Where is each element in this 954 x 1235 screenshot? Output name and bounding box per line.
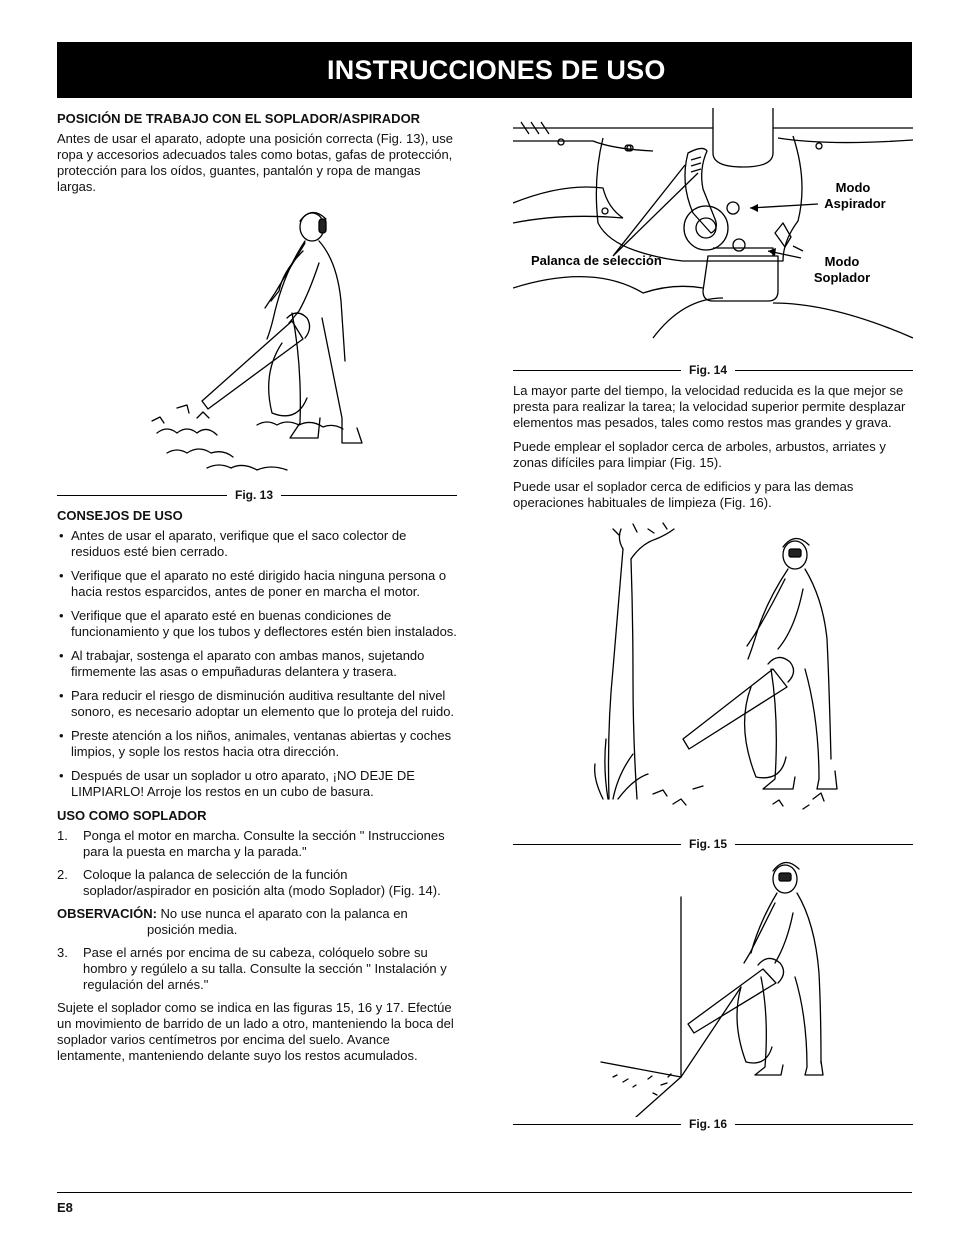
tips-heading: CONSEJOS DE USO [57, 508, 183, 523]
fig15-caption: Fig. 15 [681, 837, 736, 851]
fig14-label-blower-2: Soplador [814, 270, 870, 285]
list-item: •Antes de usar el aparato, verifique que… [59, 528, 407, 559]
page-banner: INSTRUCCIONES DE USO [57, 42, 912, 98]
list-item: •Verifique que el aparato no esté dirigi… [59, 568, 447, 599]
list-item: 3.Pase el arnés por encima de su cabeza,… [57, 945, 447, 992]
steps-list: 1.Ponga el motor en marcha. Consulte la … [57, 828, 457, 899]
left-column: POSICIÓN DE TRABAJO CON EL SOPLADOR/ASPI… [57, 108, 457, 1072]
fig13-drawing [151, 211, 363, 471]
fig13-caption-rule: Fig. 13 [57, 488, 457, 502]
fig13-illustration [57, 203, 457, 488]
steps-list-2: 3.Pase el arnés por encima de su cabeza,… [57, 945, 457, 993]
observation-label: OBSERVACIÓN: [57, 906, 157, 921]
right-para-2: Puede emplear el soplador cerca de arbol… [513, 439, 886, 470]
fig15-caption-rule: Fig. 15 [513, 837, 913, 851]
list-item: •Para reducir el riesgo de disminución a… [59, 688, 455, 719]
fig14-caption: Fig. 14 [681, 363, 736, 377]
fig14-caption-rule: Fig. 14 [513, 363, 913, 377]
observation-text-2: posición media. [147, 922, 238, 937]
fig15-illustration [513, 519, 913, 837]
fig16-illustration [513, 857, 913, 1118]
fig16-caption-rule: Fig. 16 [513, 1117, 913, 1131]
list-item: 2.Coloque la palanca de selección de la … [57, 867, 441, 898]
fig14-label-vacuum-2: Aspirador [824, 196, 885, 211]
list-item: •Preste atención a los niños, animales, … [59, 728, 452, 759]
fig14-drawing: Modo Aspirador Modo Soplador Palanca de … [512, 108, 914, 339]
final-text: Sujete el soplador como se indica en las… [57, 1000, 454, 1063]
right-para-1: La mayor parte del tiempo, la velocidad … [513, 383, 906, 430]
right-column: Modo Aspirador Modo Soplador Palanca de … [512, 108, 914, 1137]
fig16-drawing [600, 861, 824, 1118]
fig14-label-vacuum-1: Modo [836, 180, 871, 195]
tips-list: •Antes de usar el aparato, verifique que… [57, 528, 457, 800]
list-item: •Después de usar un soplador u otro apar… [59, 768, 415, 799]
list-item: •Al trabajar, sostenga el aparato con am… [59, 648, 425, 679]
fig14-label-lever: Palanca de selección [531, 253, 662, 268]
page-number: E8 [57, 1200, 73, 1215]
fig13-caption: Fig. 13 [227, 488, 282, 502]
page-title: INSTRUCCIONES DE USO [327, 55, 666, 85]
list-item: •Verifique que el aparato esté en buenas… [59, 608, 457, 639]
list-item: 1.Ponga el motor en marcha. Consulte la … [57, 828, 445, 859]
position-text: Antes de usar el aparato, adopte una pos… [57, 131, 454, 194]
observation-note: OBSERVACIÓN: No use nunca el aparato con… [57, 906, 457, 938]
observation-text: No use nunca el aparato con la palanca e… [160, 906, 408, 921]
footer-rule [57, 1192, 912, 1193]
fig14-illustration: Modo Aspirador Modo Soplador Palanca de … [512, 108, 914, 363]
position-heading: POSICIÓN DE TRABAJO CON EL SOPLADOR/ASPI… [57, 111, 421, 126]
fig15-drawing [594, 522, 838, 810]
fig16-caption: Fig. 16 [681, 1117, 736, 1131]
fig14-label-blower-1: Modo [825, 254, 860, 269]
right-para-3: Puede usar el soplador cerca de edificio… [513, 479, 854, 510]
blower-heading: USO COMO SOPLADOR [57, 808, 207, 823]
